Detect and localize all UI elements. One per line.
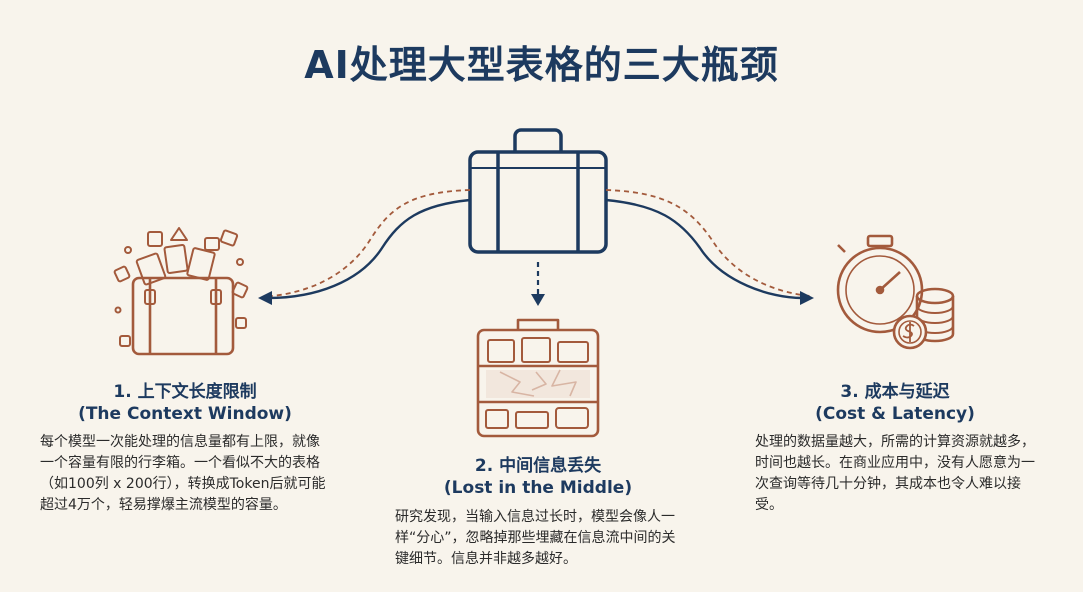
stopwatch-coins-icon [836, 234, 955, 350]
context-window-heading-en: (The Context Window) [78, 404, 292, 424]
context-window-heading-zh: 1. 上下文长度限制 [113, 382, 257, 402]
cost-latency-heading-en: (Cost & Latency) [815, 404, 975, 424]
cost-latency-description: 处理的数据量越大，所需的计算资源就越多，时间也越长。在商业应用中，没有人愿意为一… [755, 434, 1035, 513]
lost-in-middle-description: 研究发现，当输入信息过长时，模型会像人一样“分心”，忽略掉那些埋藏在信息流中间的… [395, 509, 676, 567]
context-window-heading: 1. 上下文长度限制 (The Context Window) [20, 381, 350, 425]
context-window-description: 每个模型一次能处理的信息量都有上限，就像一个容量有限的行李箱。一个看似不大的表格… [40, 434, 326, 513]
lost-in-middle-heading-en: (Lost in the Middle) [443, 478, 633, 498]
lost-in-middle-heading-zh: 2. 中间信息丢失 [474, 456, 602, 476]
arrow-to-lost-in-middle [531, 262, 545, 306]
lost-in-middle-heading: 2. 中间信息丢失 (Lost in the Middle) [378, 455, 698, 499]
central-suitcase-icon [468, 128, 608, 254]
arrow-to-context-window [258, 189, 471, 305]
cost-latency-heading: 3. 成本与延迟 (Cost & Latency) [735, 381, 1055, 425]
broken-suitcase-icon [476, 318, 600, 438]
page-title: AI处理大型表格的三大瓶颈 [304, 43, 779, 87]
cost-latency-heading-zh: 3. 成本与延迟 [840, 382, 950, 402]
overflowing-suitcase-icon [113, 227, 249, 356]
arrow-to-cost-latency [605, 189, 814, 305]
